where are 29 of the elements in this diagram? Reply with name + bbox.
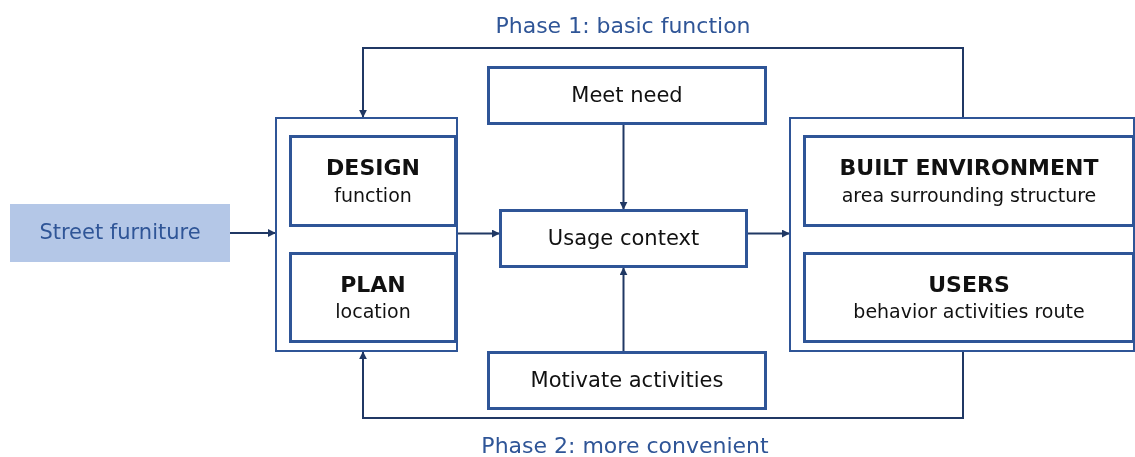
box-description: behavior activities route [853, 299, 1085, 325]
process-box [803, 135, 1135, 227]
process-box [487, 66, 767, 125]
process-box [803, 252, 1135, 343]
process-box [289, 252, 457, 343]
box-description: area surrounding structure [841, 182, 1097, 208]
input-box [10, 204, 230, 262]
arrow [619, 124, 628, 210]
arrow [229, 229, 276, 237]
process-box [289, 135, 457, 227]
group-box [789, 117, 1135, 352]
box-heading: USERS [928, 270, 1010, 299]
box-heading: PLAN [340, 270, 406, 299]
box-description: location [335, 299, 411, 325]
process-box [499, 209, 748, 268]
box-heading: DESIGN [326, 154, 420, 183]
box-label: Motivate activities [530, 366, 724, 394]
box-label: Usage context [547, 224, 700, 252]
process-box [487, 351, 767, 410]
arrow [359, 47, 964, 118]
arrow [747, 229, 790, 238]
group-box [275, 117, 458, 352]
box-description: function [334, 182, 412, 208]
arrow [457, 229, 500, 238]
box-label: Street furniture [39, 219, 201, 247]
arrow [619, 267, 628, 352]
box-heading: BUILT ENVIRONMENT [839, 154, 1099, 183]
box-label: Meet need [571, 81, 683, 109]
arrow [359, 351, 964, 419]
